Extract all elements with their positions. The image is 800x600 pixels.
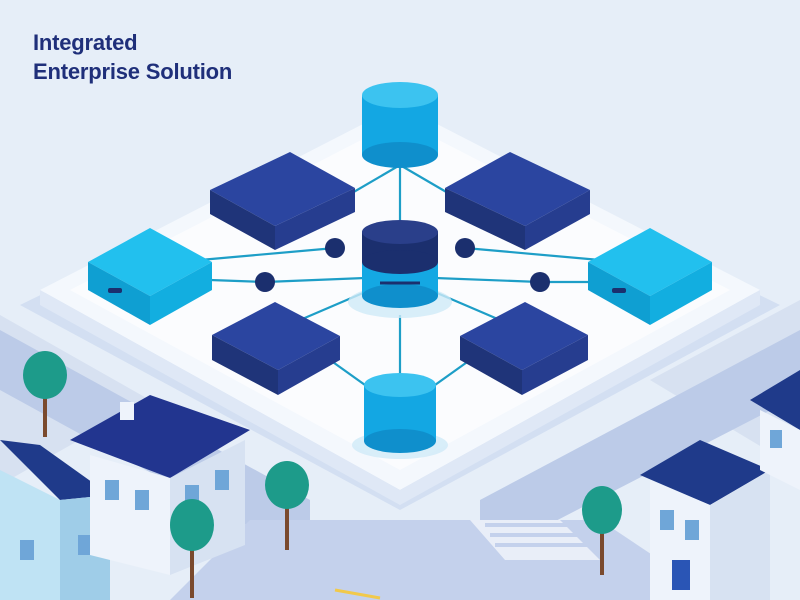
- tree: [170, 499, 214, 598]
- tree: [23, 351, 67, 437]
- network-nodes: [255, 238, 550, 292]
- title-line-2: Enterprise Solution: [33, 59, 233, 84]
- window: [660, 510, 674, 530]
- tree: [582, 486, 622, 575]
- house-far-right: [750, 370, 800, 490]
- road-bottom: [170, 520, 720, 600]
- node-dot: [455, 238, 475, 258]
- database-center: [348, 220, 452, 318]
- block-bottom-right: [460, 302, 588, 395]
- house-right: [640, 440, 770, 600]
- crosswalk: [470, 520, 600, 560]
- window: [20, 540, 34, 560]
- title-line-1: Integrated: [33, 30, 138, 55]
- window: [215, 470, 229, 490]
- page-title: Integrated Enterprise Solution: [33, 28, 232, 86]
- node-dot: [255, 272, 275, 292]
- window: [135, 490, 149, 510]
- block-bottom-left: [212, 302, 340, 395]
- road-right: [480, 330, 800, 560]
- block-top-right: [445, 152, 590, 250]
- tree: [265, 461, 309, 550]
- block-top-left: [210, 152, 355, 250]
- window: [685, 520, 699, 540]
- window: [78, 535, 92, 555]
- node-dot: [530, 272, 550, 292]
- block-left: [88, 228, 212, 325]
- node-dot: [325, 238, 345, 258]
- slot-icon: [612, 288, 626, 293]
- road-marking: [334, 588, 381, 600]
- door: [672, 560, 690, 590]
- window: [105, 480, 119, 500]
- database-top: [362, 82, 438, 168]
- window: [770, 430, 782, 448]
- chimney: [120, 402, 134, 420]
- slot-icon: [108, 288, 122, 293]
- crosswalk-stripes: [485, 523, 590, 547]
- database-bottom: [352, 373, 448, 459]
- block-right: [588, 228, 712, 325]
